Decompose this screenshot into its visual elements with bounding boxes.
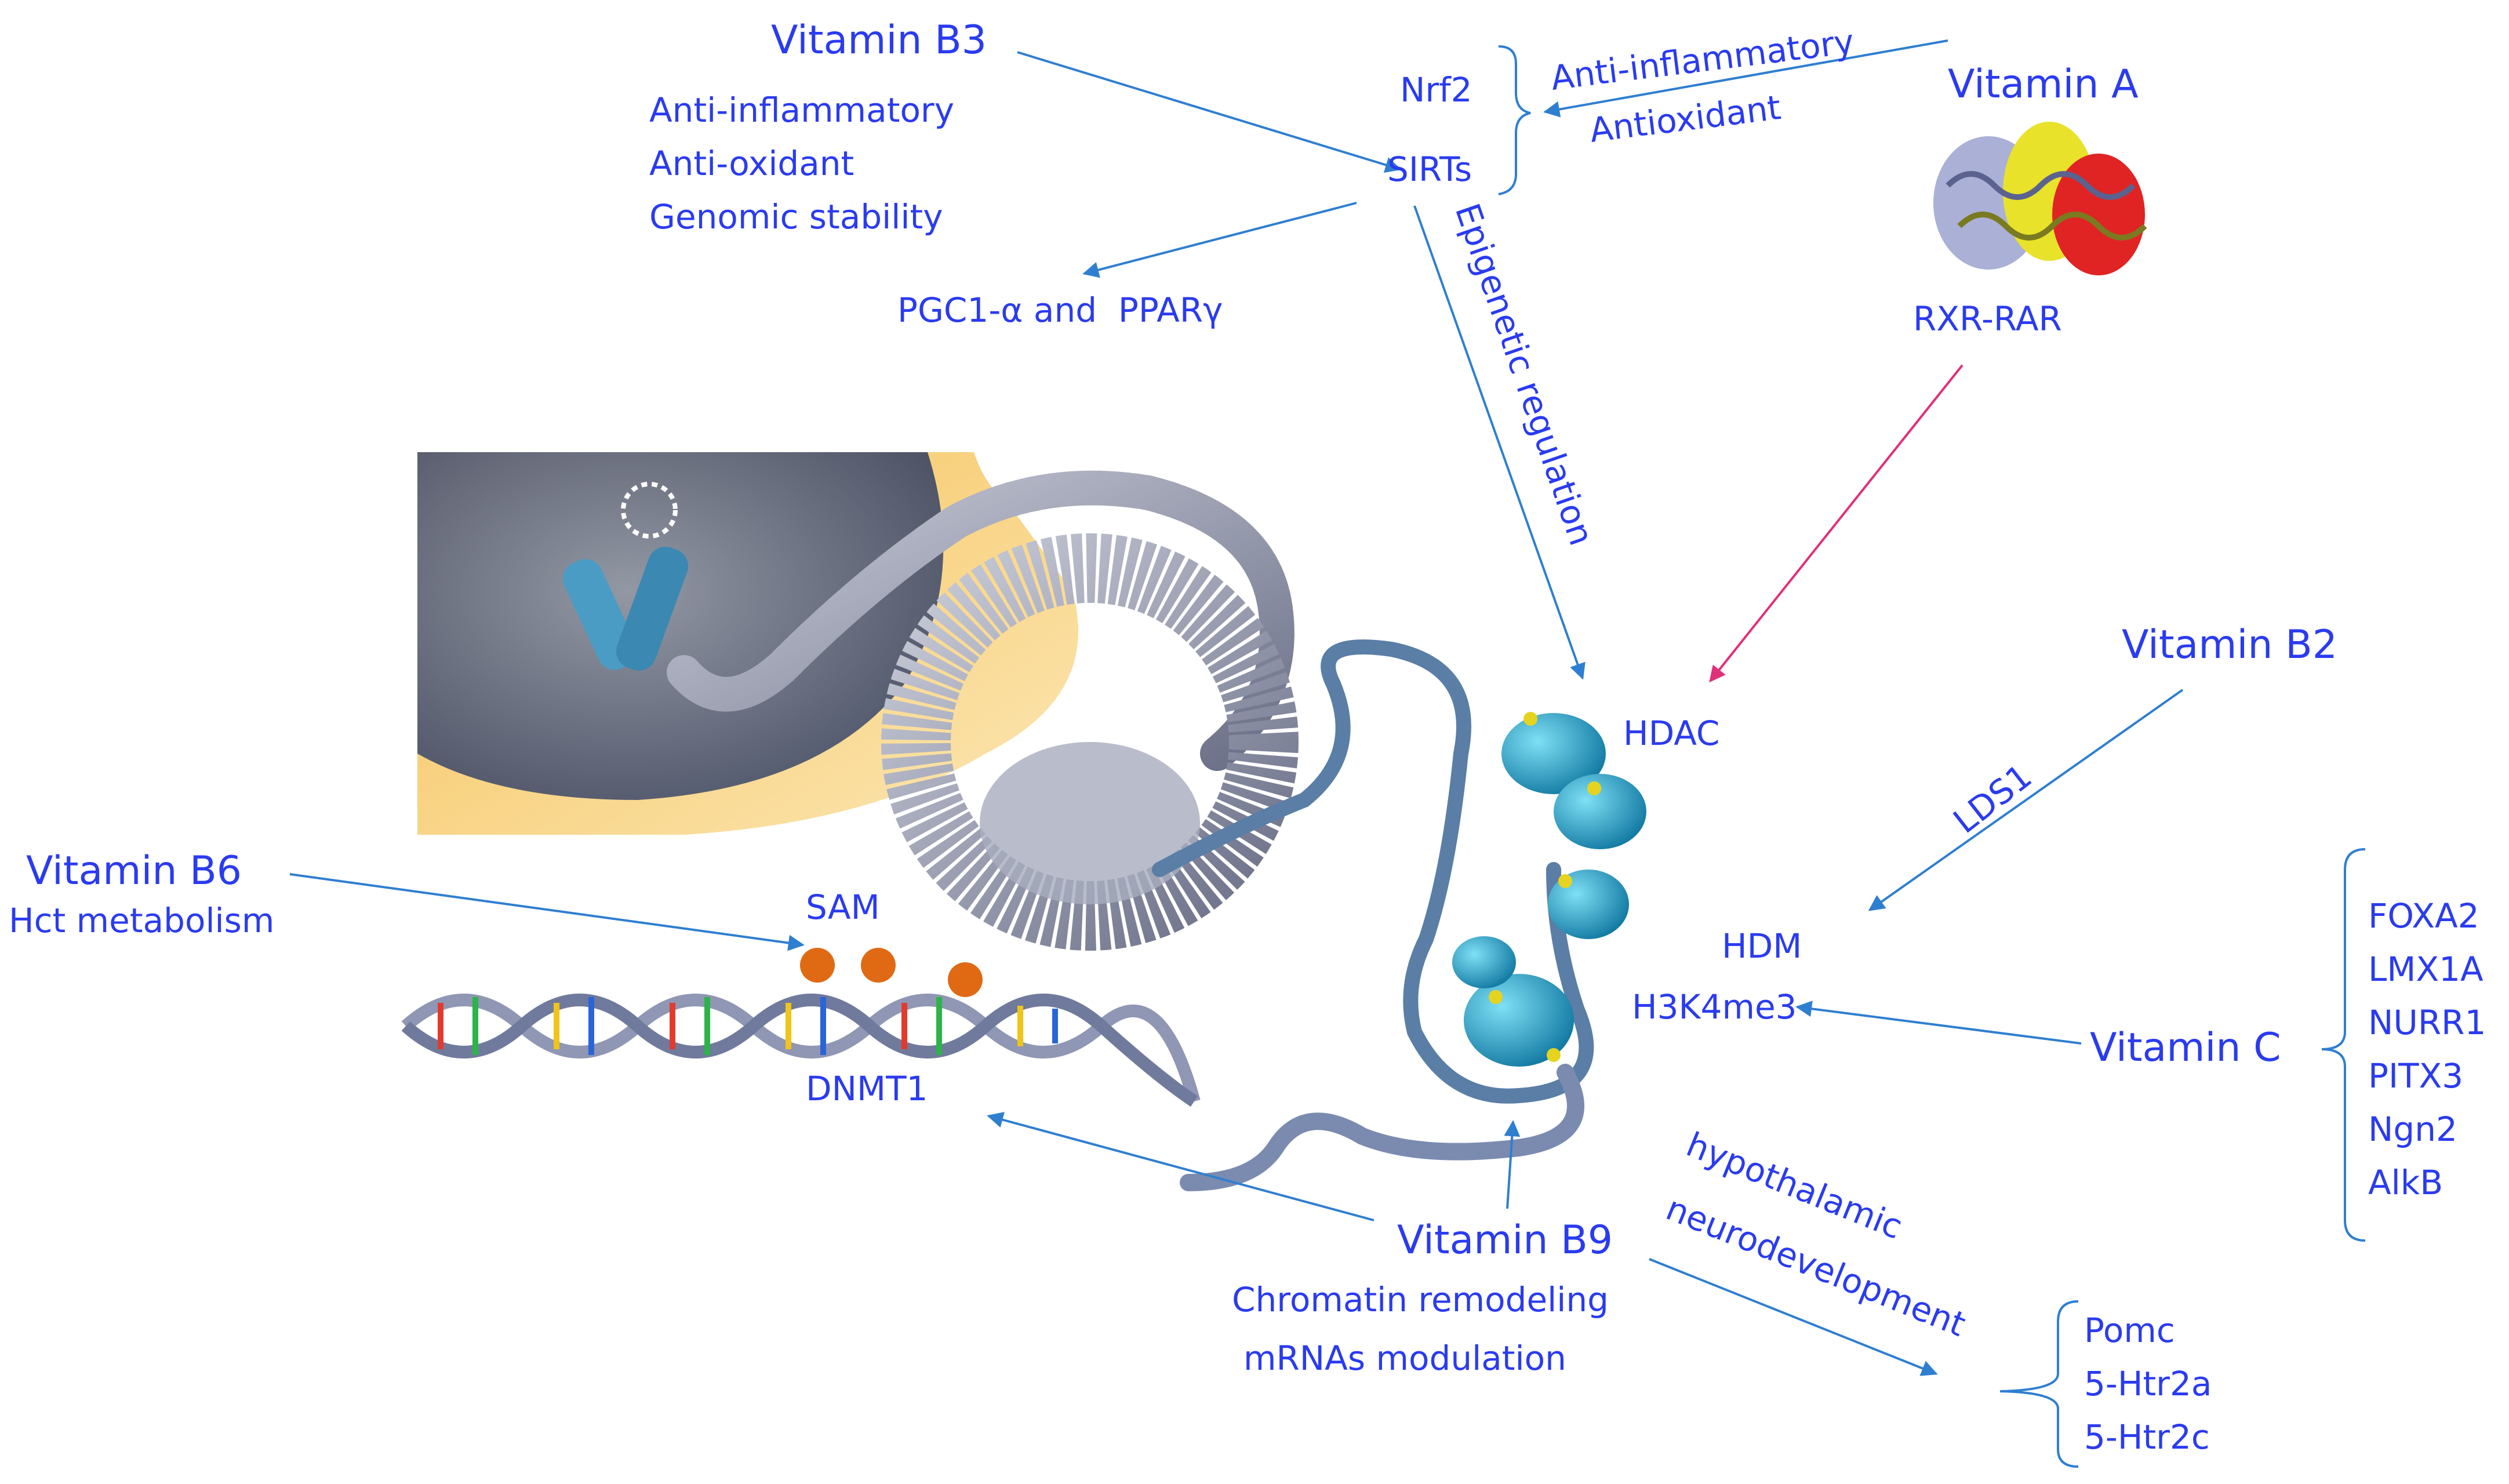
epigenetic-regulation-label: Epigenetic regulation	[1448, 198, 1602, 550]
vitamin-b9-effect: mRNAs modulation	[1243, 1338, 1566, 1378]
vitamin-b3-effect: Genomic stability	[649, 197, 943, 237]
vitamin-c-gene: FOXA2	[2368, 896, 2479, 936]
vitamin-b2-title: Vitamin B2	[2122, 622, 2337, 668]
vitamin-c-gene: AlkB	[2368, 1163, 2443, 1202]
chromatin-illustration	[401, 452, 1646, 1191]
arrow-sirts-to-hdac	[1413, 205, 1586, 680]
arrow-sirts-to-pgc1	[1082, 202, 1357, 278]
lds1-label: LDS1	[1946, 756, 2039, 841]
b9-gene: 5-Htr2a	[2084, 1364, 2212, 1403]
vitamin-a-effect: Anti-inflammatory	[1548, 21, 1856, 98]
arrow-vitc-to-h3k4me3	[1795, 1001, 2082, 1045]
vitamin-a-effect: Antioxidant	[1587, 88, 1783, 150]
methyl-group	[948, 962, 983, 997]
fiber-loops	[1152, 639, 1594, 1104]
dnmt1-label: DNMT1	[806, 1069, 928, 1108]
methyl-group	[861, 948, 896, 983]
arrow-b3-to-sirts	[1017, 51, 1402, 173]
vitamin-c-gene: Ngn2	[2368, 1110, 2457, 1149]
arrow-b9-to-dnmt1	[987, 1112, 1375, 1221]
rxr-rar-protein-icon	[1933, 122, 2147, 275]
vitamin-b9-effect: Chromatin remodeling	[1232, 1280, 1609, 1319]
h3k4me3-label: H3K4me3	[1632, 987, 1797, 1027]
vitamin-a-title: Vitamin A	[1948, 61, 2139, 107]
b9-gene: 5-Htr2c	[2084, 1417, 2210, 1457]
solenoid-coil	[881, 533, 1299, 951]
nrf2-label: Nrf2	[1400, 70, 1472, 110]
b9-gene: Pomc	[2084, 1311, 2175, 1350]
hdac-label: HDAC	[1623, 714, 1719, 753]
vitamin-b6-effect: Hct metabolism	[9, 901, 274, 940]
arrow-rxr-to-hdac	[1709, 364, 1963, 683]
arrow-b9-to-genes	[1649, 1258, 1938, 1376]
dna-helix	[401, 948, 1201, 1107]
linker-dna	[1180, 1064, 1584, 1191]
nucleosomes	[1452, 712, 1646, 1067]
sirts-label: SIRTs	[1387, 150, 1472, 189]
arrow-vitamin-a-to-nrf2	[1543, 39, 1948, 118]
brackets	[1498, 45, 2366, 1468]
nucleus-sphere	[417, 452, 944, 800]
arrow-b2-to-hdm	[1868, 689, 2184, 911]
vitamin-b6-title: Vitamin B6	[26, 848, 242, 894]
vitamin-c-title: Vitamin C	[2090, 1025, 2281, 1071]
sam-label: SAM	[806, 888, 880, 927]
arrow-b9-to-chromatin	[1504, 1120, 1521, 1209]
bracket-vitc-genes	[2321, 848, 2366, 1242]
vitamin-b9-title: Vitamin B9	[1397, 1217, 1613, 1263]
chromosome	[562, 482, 689, 671]
bracket-nrf2-sirts	[1498, 45, 1531, 195]
arrow-b6-to-sam	[289, 873, 805, 951]
vitamin-b3-effect: Anti-inflammatory	[649, 90, 954, 130]
vitamin-b3-effect: Anti-oxidant	[649, 144, 854, 183]
vitamin-b3-title: Vitamin B3	[771, 17, 987, 63]
bracket-b9-genes	[1999, 1300, 2079, 1468]
vitamin-c-gene: NURR1	[2368, 1003, 2486, 1042]
hdm-label: HDM	[1722, 926, 1802, 966]
vitamin-c-gene: PITX3	[2368, 1056, 2463, 1096]
rxr-rar-label: RXR-RAR	[1913, 299, 2062, 339]
arrows	[289, 39, 2184, 1376]
methyl-group	[800, 948, 835, 983]
pgc1-ppar-label: PGC1-α and PPARγ	[897, 290, 1223, 330]
vitamin-c-gene: LMX1A	[2368, 950, 2483, 989]
coiled-fiber	[667, 470, 1295, 771]
